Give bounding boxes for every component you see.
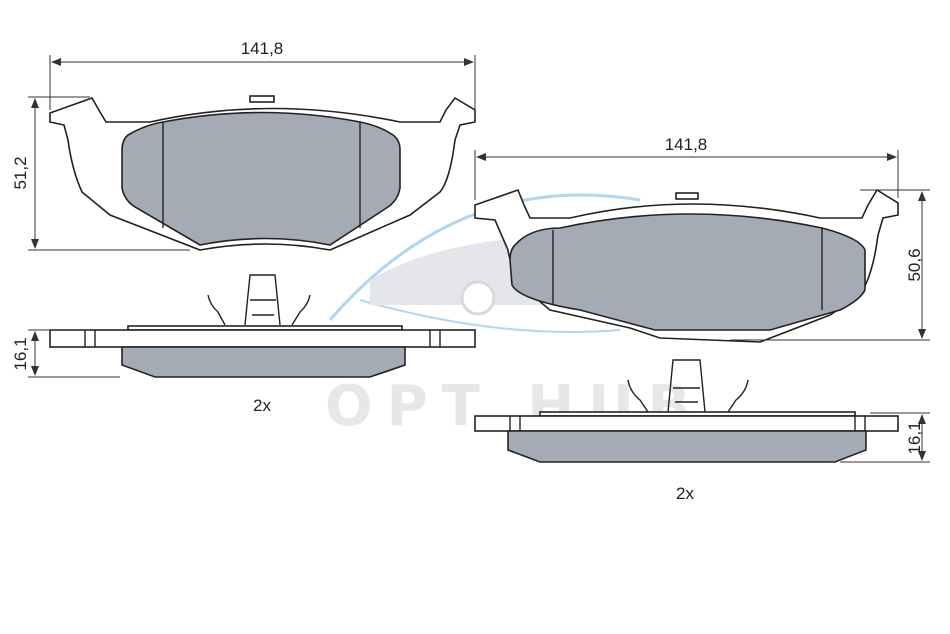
front-thickness-label: 16,1: [11, 337, 30, 370]
rear-pad-side-view: [474, 359, 899, 463]
rear-width-label: 141,8: [665, 135, 708, 154]
front-quantity-label: 2x: [253, 396, 271, 415]
front-width-label: 141,8: [241, 39, 284, 58]
rear-pad-front-view: [474, 188, 899, 343]
rear-thickness-label: 16,1: [905, 421, 924, 454]
rear-height-label: 50,6: [905, 248, 924, 281]
rear-pad-dimensions: 141,8 50,6 16,1 2x: [474, 135, 930, 503]
front-pad-front-view: [49, 95, 476, 251]
front-pad-side-view: [49, 274, 476, 378]
rear-quantity-label: 2x: [676, 484, 694, 503]
front-pad-dimensions: 141,8 51,2 16,1 2x: [11, 39, 476, 415]
front-height-label: 51,2: [11, 156, 30, 189]
